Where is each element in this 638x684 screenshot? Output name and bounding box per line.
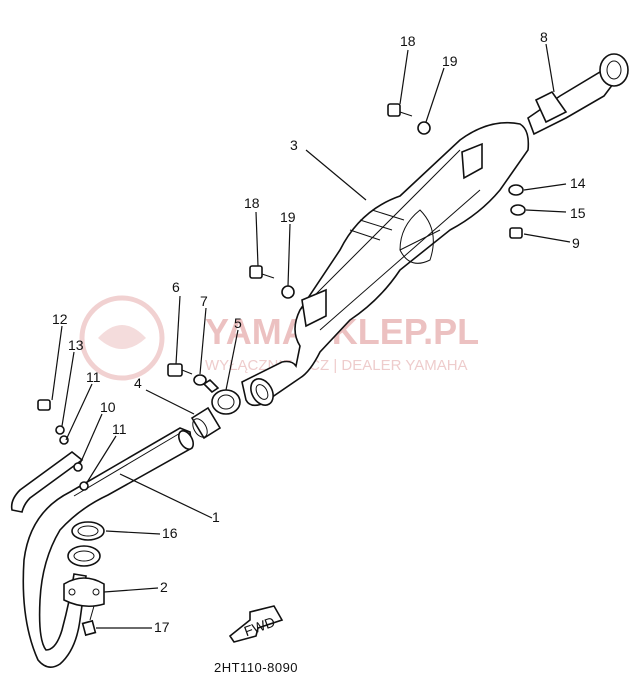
- callout-19a: 19: [442, 53, 458, 69]
- fasteners-middle: [249, 265, 295, 299]
- exhaust-pipe: [22, 427, 195, 668]
- forward-direction-arrow: FWD: [228, 605, 284, 643]
- callout-11a: 11: [86, 369, 101, 385]
- callout-8: 8: [540, 29, 548, 45]
- watermark-tagline: WYŁĄCZNIE... CZ | DEALER YAMAHA: [205, 357, 468, 374]
- callout-labels: 1 2 3 4 5 6 7 8 9 10 11 11 12 13 14 15 1…: [52, 29, 586, 635]
- callout-12: 12: [52, 311, 68, 327]
- fasteners-left: [37, 399, 89, 491]
- callout-1: 1: [212, 509, 220, 525]
- callout-18a: 18: [400, 33, 416, 49]
- exhaust-flange: [63, 545, 105, 608]
- callout-5: 5: [234, 315, 242, 331]
- watermark-logo-mark: [98, 325, 146, 349]
- callout-2: 2: [160, 579, 168, 595]
- flange-bolt: [81, 605, 97, 637]
- callout-13: 13: [68, 337, 84, 353]
- callout-14: 14: [570, 175, 586, 191]
- diagram-code: 2HT110-8090: [214, 660, 298, 675]
- leader-lines: [51, 43, 571, 629]
- fasteners-right: [508, 184, 526, 239]
- gasket-ring: [71, 521, 105, 541]
- callout-10: 10: [100, 399, 116, 415]
- pipe-sleeve: [190, 406, 222, 440]
- callout-19b: 19: [280, 209, 296, 225]
- callout-9: 9: [572, 235, 580, 251]
- pipe-clamp: [202, 378, 241, 415]
- tail-pipe: [527, 53, 629, 136]
- callout-4: 4: [134, 375, 142, 391]
- fwd-label: FWD: [242, 613, 277, 639]
- callout-3: 3: [290, 137, 298, 153]
- callout-15: 15: [570, 205, 586, 221]
- callout-6: 6: [172, 279, 180, 295]
- callout-7: 7: [200, 293, 208, 309]
- muffler: [241, 121, 530, 407]
- fasteners-upper: [387, 103, 431, 135]
- callout-11b: 11: [112, 421, 127, 437]
- callout-17: 17: [154, 619, 170, 635]
- callout-16: 16: [162, 525, 178, 541]
- watermark-logo-icon: [79, 295, 165, 381]
- clamp-bolt: [167, 363, 207, 386]
- callout-18b: 18: [244, 195, 260, 211]
